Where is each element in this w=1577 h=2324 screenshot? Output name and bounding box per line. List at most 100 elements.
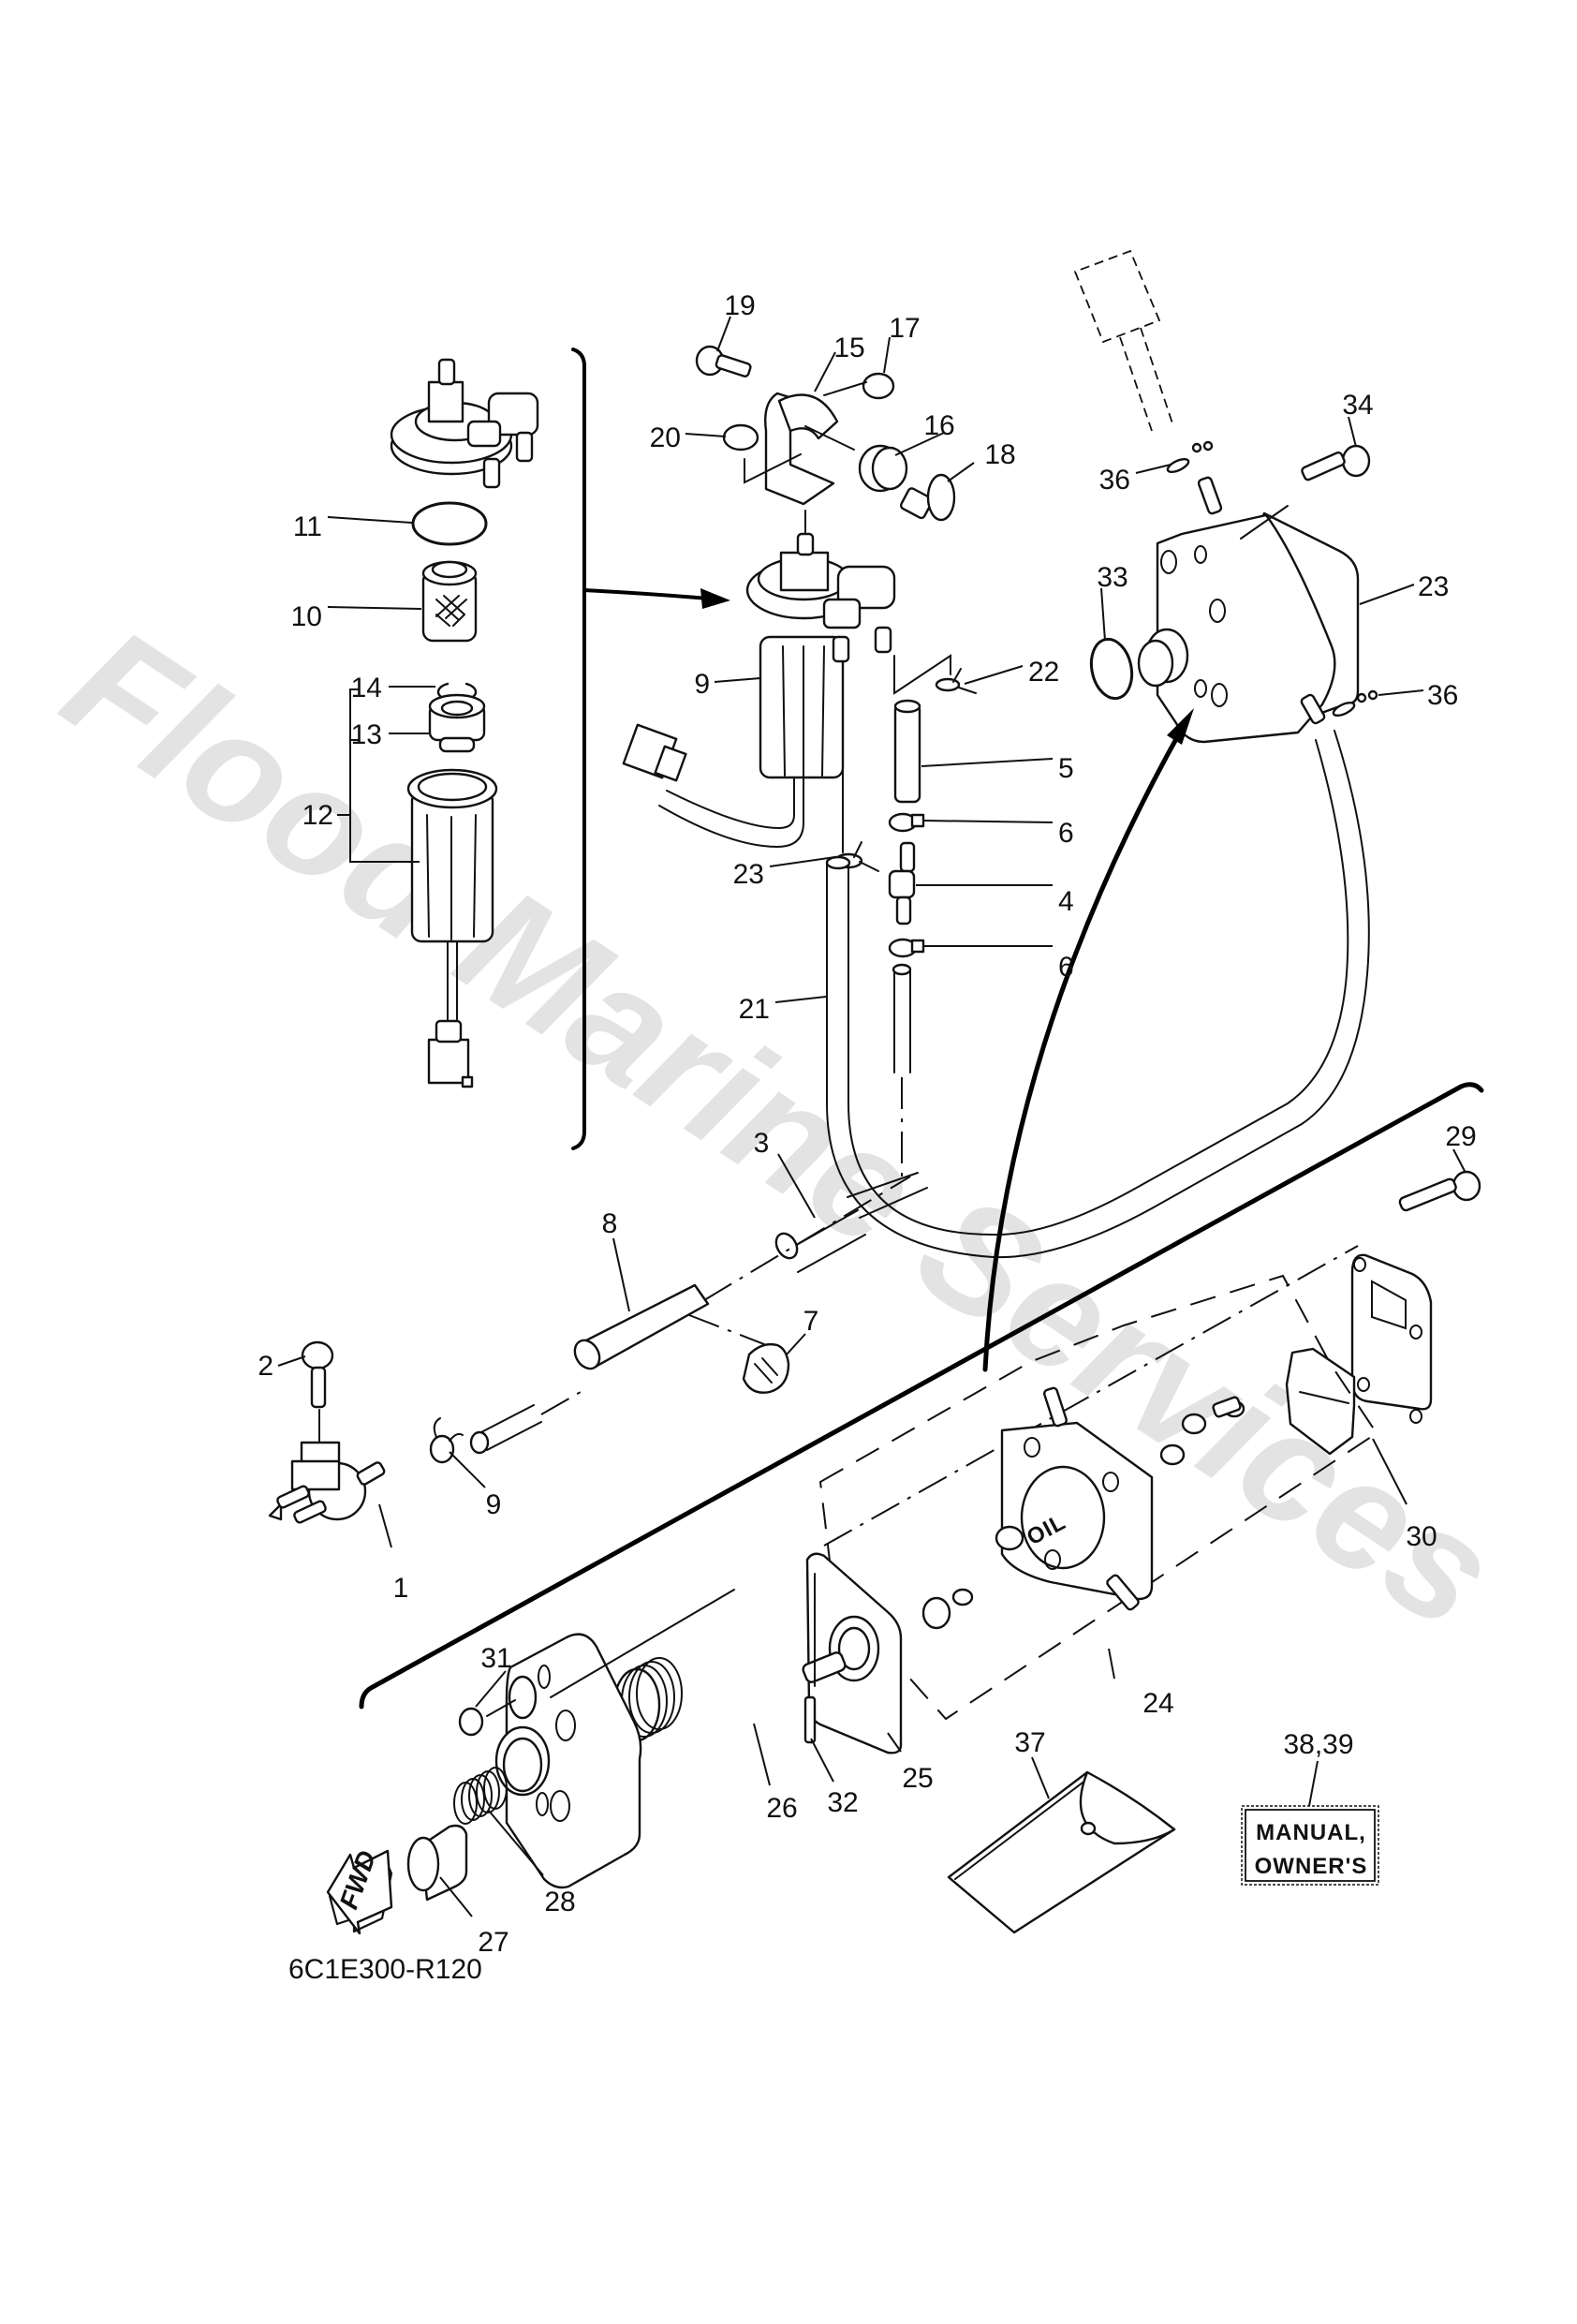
callout-31: 30 [1406, 1521, 1437, 1552]
clamp-9 [429, 1417, 464, 1464]
bolt-2 [301, 1340, 334, 1453]
callout-5: 5 [1058, 753, 1074, 784]
callout-29: 28 [544, 1887, 575, 1917]
clip-36-upper [1166, 440, 1214, 474]
o-ring-12 [411, 501, 488, 546]
hose-3 [703, 1172, 928, 1301]
callout-15: 14 [351, 673, 382, 703]
o-ring-34 [1089, 637, 1134, 701]
callout-10: 9 [694, 669, 710, 700]
callout-30: 29 [1445, 1121, 1476, 1152]
callout-35: 34 [1342, 390, 1373, 421]
bolt-35 [1301, 444, 1371, 481]
collar-19 [899, 473, 956, 522]
callout-12: 11 [293, 511, 322, 542]
group-brace [571, 348, 586, 1150]
hose-lower-segment [892, 963, 912, 1180]
hose-train [825, 668, 1370, 1259]
manual-label-line1: MANUAL, [1256, 1820, 1366, 1845]
callout-labels: 19 15 17 16 18 20 11 10 14 13 12 9 22 5 … [258, 290, 1476, 1985]
fuel-pump-assembly [982, 249, 1378, 1372]
callout-16: 15 [833, 333, 864, 363]
clamp-23-upper [935, 668, 977, 694]
callout-20: 19 [724, 290, 755, 321]
callout-32: 31 [480, 1643, 511, 1674]
callout-1: 1 [393, 1573, 409, 1604]
bracket-13 [337, 688, 420, 863]
nut-32 [458, 1707, 484, 1737]
callout-34: 33 [1097, 562, 1127, 593]
hose-22-outer [847, 739, 1349, 1236]
grommet-18 [862, 372, 895, 400]
drawing-code: 6C1E300-R120 [288, 1954, 482, 1985]
clip-6-lower [888, 938, 925, 958]
callout-19: 18 [984, 439, 1015, 470]
callout-37: 37 [1014, 1727, 1045, 1758]
callout-18: 17 [889, 313, 920, 344]
manual-label-line2: OWNER'S [1255, 1854, 1368, 1879]
callout-13: 12 [302, 800, 333, 831]
vapor-filter-assembly [622, 345, 956, 853]
screw-30 [1398, 1170, 1481, 1212]
callout-24: 23 [1418, 571, 1449, 602]
diaphragm-26 [802, 1552, 903, 1754]
nut-21 [722, 423, 759, 451]
callout-28: 27 [478, 1927, 508, 1958]
callout-27: 26 [766, 1793, 797, 1824]
callout-36-lower: 36 [1427, 680, 1458, 711]
pump-housing [494, 1589, 735, 1889]
engine-outline [359, 1082, 1484, 1710]
filter-exploded-group [337, 348, 730, 1150]
callout-36-upper: 36 [1099, 465, 1130, 496]
filter-head [390, 358, 539, 489]
filter-element-11 [421, 560, 478, 643]
callout-38-39: 38,39 [1283, 1729, 1353, 1760]
grommet-17 [858, 444, 908, 493]
pump-cover [1350, 1253, 1433, 1424]
bolt-20 [695, 345, 752, 377]
spring-29 [453, 1767, 508, 1825]
filter-assembly-10 [622, 532, 951, 853]
fuel-pump-24 [1137, 476, 1360, 744]
fuel-joint-1 [268, 1441, 386, 1524]
pump-body-kit: OIL [921, 1386, 1245, 1630]
callout-3: 3 [754, 1128, 770, 1159]
plunger-28 [406, 1824, 468, 1902]
callout-21: 20 [650, 422, 681, 453]
callout-6-upper: 6 [1058, 818, 1074, 849]
fuel-joint-1-group [268, 1340, 464, 1524]
clip-8 [742, 1342, 790, 1394]
hose-5 [893, 699, 921, 804]
callout-17: 16 [923, 410, 954, 441]
arrow-to-assembly [582, 588, 730, 609]
callout-8: 7 [803, 1306, 819, 1337]
callout-33: 32 [827, 1787, 858, 1818]
callout-6-lower: 6 [1058, 952, 1074, 983]
ghost-hose [1073, 249, 1173, 432]
callout-11: 10 [291, 601, 322, 632]
callout-2: 2 [258, 1351, 273, 1382]
manual-case-37 [947, 1770, 1176, 1934]
callout-7: 8 [602, 1208, 618, 1239]
clip-6-upper [888, 812, 925, 833]
owners-manual-38-39: MANUAL, OWNER'S [1241, 1805, 1379, 1886]
hose-22 [826, 730, 1370, 1259]
callout-25: 24 [1142, 1688, 1173, 1719]
inline-filter-4 [888, 841, 916, 925]
pin-33 [803, 1695, 817, 1744]
callout-4: 4 [1058, 886, 1074, 917]
callout-9: 9 [486, 1489, 502, 1520]
filter-cup-13 [406, 768, 498, 1088]
arrow-to-pump [982, 708, 1194, 1372]
hose-7 [469, 1283, 782, 1455]
callout-14: 13 [351, 719, 382, 750]
callout-23-upper: 22 [1028, 657, 1059, 688]
float-14 [428, 693, 486, 753]
callout-22: 21 [739, 994, 770, 1025]
leader-lines [277, 316, 1466, 1917]
callout-23-lower: 23 [733, 859, 764, 890]
callout-26: 25 [902, 1763, 933, 1794]
bracket-16 [764, 392, 839, 506]
fwd-arrow: FWD [326, 1847, 393, 1935]
clip-36-lower [1332, 689, 1378, 718]
